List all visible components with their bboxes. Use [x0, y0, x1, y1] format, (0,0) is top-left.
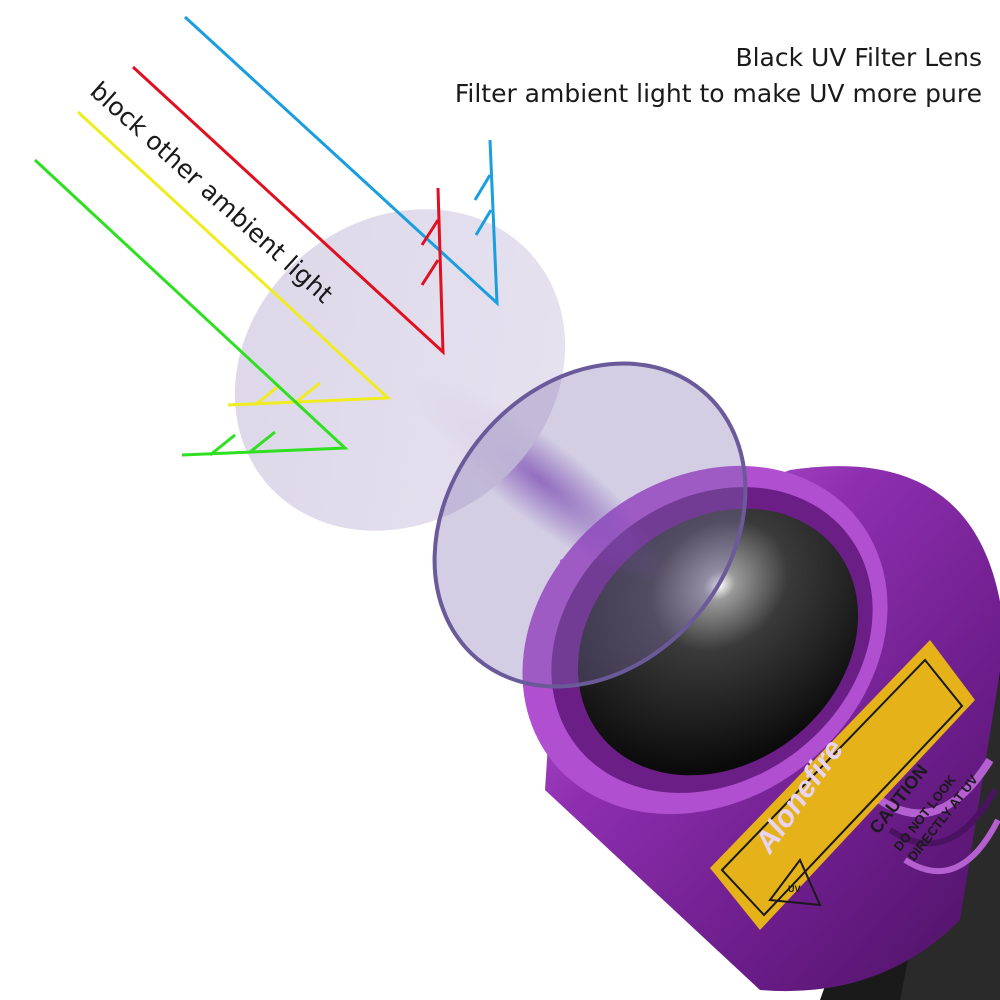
filter-disc-uv [432, 361, 748, 689]
ray-blue [183, 15, 499, 307]
caption-subtitle: Filter ambient light to make UV more pur… [454, 79, 982, 108]
laser-warning-icon [768, 858, 822, 907]
ray-yellow [76, 110, 392, 407]
caption-title: Black UV Filter Lens [735, 43, 982, 72]
ray-green [33, 158, 349, 457]
ray-red [131, 65, 445, 356]
uv-badge: UV [788, 884, 801, 894]
